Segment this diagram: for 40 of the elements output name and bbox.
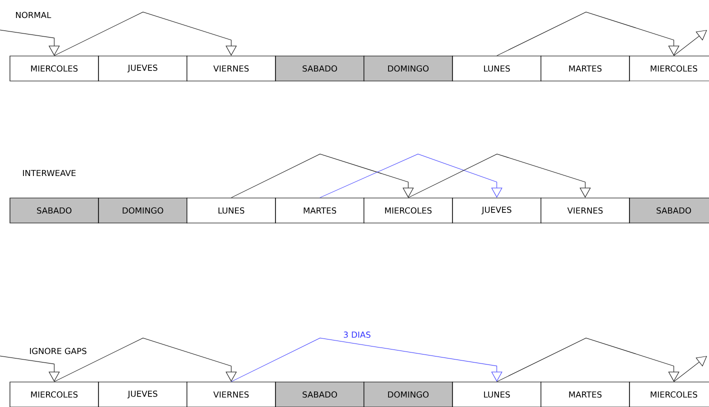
day-cell: MIERCOLES [364,198,453,224]
day-cell: VIERNES [186,382,276,407]
day-cell: MARTES [540,382,630,407]
arrow [496,338,680,382]
day-cell: SABADO [629,198,709,224]
day-cell: DOMINGO [98,198,188,224]
day-cell: SABADO [275,56,364,82]
day-cell: VIERNES [540,198,630,224]
row-heading: INTERWEAVE [23,170,76,176]
arrow [54,338,237,382]
day-cell: JUEVES [452,198,542,224]
day-cell: MIERCOLES [10,382,99,407]
row-heading: NORMAL [16,12,52,18]
arrow [496,12,680,56]
arrow [0,356,60,382]
day-cell: MIERCOLES [10,56,99,82]
day-cell: MARTES [275,198,364,224]
day-cell: LUNES [186,198,276,224]
arrow [0,30,60,56]
arrow [674,356,707,382]
day-cell: DOMINGO [364,382,453,407]
day-cell: MIERCOLES [629,56,709,82]
row-heading: IGNORE GAPS [30,348,86,354]
day-cell: JUEVES [98,56,188,82]
arrow [674,30,707,56]
day-cell: MARTES [540,56,630,82]
day-cell: LUNES [452,382,542,407]
arrow [54,12,237,56]
day-cell: MIERCOLES [629,382,709,407]
arrow [230,154,414,198]
day-cell: DOMINGO [364,56,453,82]
day-cell: VIERNES [186,56,276,82]
arrow [320,154,502,198]
arrow [408,154,591,198]
arrow [230,338,502,382]
day-cell: LUNES [452,56,542,82]
day-cell: SABADO [275,382,364,407]
day-cell: SABADO [10,198,99,224]
edge-label: 3 DIAS [344,332,370,338]
day-cell: JUEVES [98,382,188,407]
